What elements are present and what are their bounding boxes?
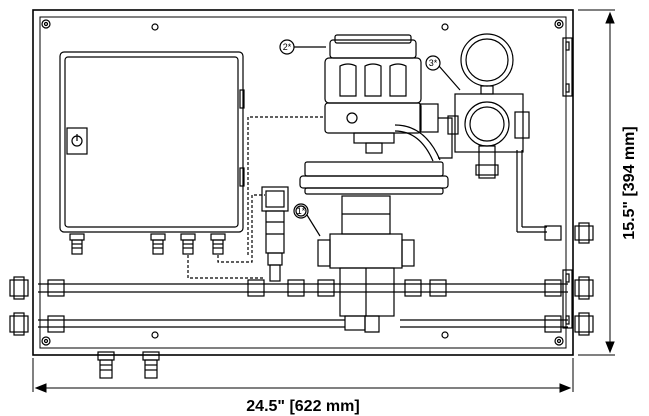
tube-fittings	[9, 222, 594, 336]
cable-glands-enclosure	[69, 233, 226, 255]
dimension-lines	[32, 9, 615, 393]
bottom-cable-glands	[97, 351, 160, 379]
filter-regulator	[447, 33, 530, 179]
callout-3-label: 3*	[429, 58, 438, 68]
height-dimension-label: 15.5" [394 mm]	[621, 126, 638, 239]
width-dimension-label: 24.5" [622 mm]	[246, 398, 359, 415]
dashed-wiring	[187, 116, 325, 279]
power-switch-icon	[66, 127, 88, 155]
panel-inner-frame	[39, 16, 567, 349]
callout-markers	[279, 39, 461, 237]
corner-bolts	[41, 19, 564, 346]
positioner	[324, 34, 439, 154]
process-tubing	[38, 283, 568, 328]
callout-1-marker	[293, 203, 309, 219]
callout-2-label: 2*	[283, 42, 292, 52]
control-valve	[299, 161, 449, 333]
callout-1-label: 1*	[297, 206, 306, 216]
pressure-transmitter	[261, 186, 307, 282]
panel-outer-frame	[32, 9, 574, 356]
callout-3-marker	[425, 55, 441, 71]
electrical-enclosure	[59, 51, 245, 233]
pneumatic-tubing	[394, 117, 547, 233]
